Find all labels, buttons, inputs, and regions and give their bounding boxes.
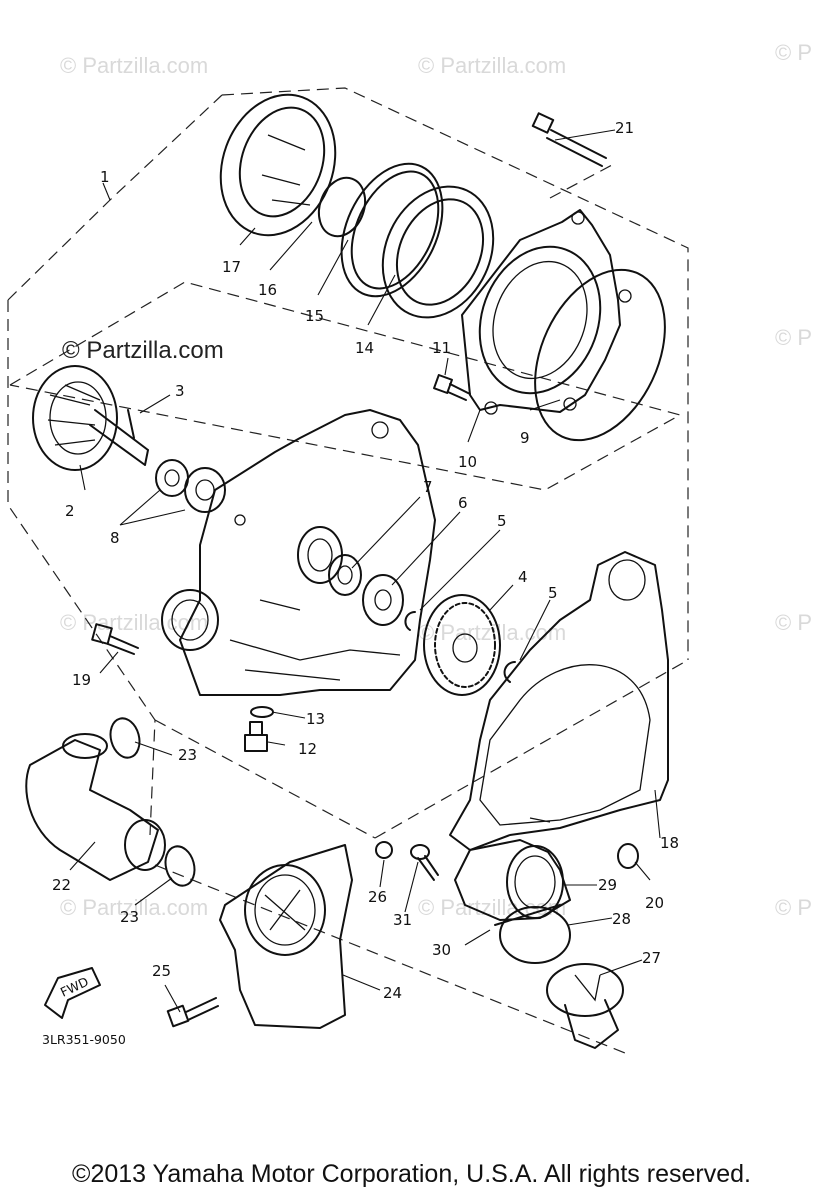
fwd-label: FWD bbox=[58, 974, 91, 1000]
pump-cover-part bbox=[461, 209, 632, 415]
callout-28: 28 bbox=[612, 910, 631, 928]
o-ring-part bbox=[340, 162, 444, 298]
callout-24: 24 bbox=[383, 984, 402, 1002]
idler-gear-part bbox=[362, 574, 404, 626]
callout-17: 17 bbox=[222, 258, 241, 276]
watermark-text: © P bbox=[775, 610, 812, 635]
callout-6: 6 bbox=[458, 494, 468, 512]
gasket-part bbox=[449, 551, 669, 851]
callout-25: 25 bbox=[152, 962, 171, 980]
watermark-text: © P bbox=[775, 325, 812, 350]
callout-16: 16 bbox=[258, 281, 277, 299]
copyright-notice: ©2013 Yamaha Motor Corporation, U.S.A. A… bbox=[72, 1160, 751, 1188]
o-ring-part bbox=[164, 845, 196, 887]
o-ring-part bbox=[109, 717, 141, 759]
drive-gear-part bbox=[423, 594, 501, 696]
elbow-pipe-part bbox=[25, 733, 166, 881]
leader-dash bbox=[154, 164, 631, 1056]
diagram-code: 3LR351-9050 bbox=[42, 1032, 126, 1047]
pump-body-part bbox=[161, 409, 436, 696]
callout-5: 5 bbox=[497, 512, 507, 530]
callout-12: 12 bbox=[298, 740, 317, 758]
watermark-group: © Partzilla.com © Partzilla.com © P © P … bbox=[60, 40, 812, 920]
callout-30: 30 bbox=[432, 941, 451, 959]
callout-9: 9 bbox=[520, 429, 530, 447]
watermark-text: © Partzilla.com bbox=[62, 337, 224, 364]
callout-labels: 1 2 3 4 5 5 6 7 8 9 10 11 12 13 14 15 16… bbox=[52, 119, 679, 1002]
callout-22: 22 bbox=[52, 876, 71, 894]
callout-26: 26 bbox=[368, 888, 387, 906]
callout-18: 18 bbox=[660, 834, 679, 852]
screw-part bbox=[410, 844, 439, 881]
callout-leaders bbox=[69, 129, 661, 1013]
watermark-text: © Partzilla.com bbox=[60, 53, 208, 78]
seal-part bbox=[381, 185, 495, 319]
callout-15: 15 bbox=[305, 307, 324, 325]
washer-part bbox=[250, 706, 274, 718]
callout-23: 23 bbox=[120, 908, 139, 926]
bearing-part bbox=[328, 554, 362, 596]
gasket-outline bbox=[154, 659, 689, 839]
callout-27: 27 bbox=[642, 949, 661, 967]
cap-part bbox=[375, 841, 393, 859]
assembly-outline bbox=[7, 87, 689, 1056]
callout-19: 19 bbox=[72, 671, 91, 689]
thermostat-housing-part bbox=[219, 844, 353, 1029]
callout-14: 14 bbox=[355, 339, 374, 357]
callout-31: 31 bbox=[393, 911, 412, 929]
watermark-text: © Partzilla.com bbox=[60, 610, 208, 635]
callout-21: 21 bbox=[615, 119, 634, 137]
callout-8: 8 bbox=[110, 529, 120, 547]
pin-part bbox=[127, 409, 135, 439]
watermark-text: © P bbox=[775, 895, 812, 920]
seal-ring-part bbox=[219, 93, 337, 237]
callout-29: 29 bbox=[598, 876, 617, 894]
callout-5: 5 bbox=[548, 584, 558, 602]
cover-group-outline bbox=[9, 281, 682, 491]
disc-part bbox=[317, 176, 367, 238]
o-ring-part bbox=[499, 906, 571, 964]
cover-o-ring-part bbox=[534, 268, 666, 442]
callout-11: 11 bbox=[432, 339, 451, 357]
callout-20: 20 bbox=[645, 894, 664, 912]
watermark-text: © Partzilla.com bbox=[418, 53, 566, 78]
plug-part bbox=[617, 843, 639, 869]
drain-bolt-part bbox=[244, 721, 268, 752]
callout-10: 10 bbox=[458, 453, 477, 471]
bolt-part bbox=[91, 623, 139, 655]
long-bolt-part bbox=[531, 112, 607, 167]
thermostat-part bbox=[546, 963, 624, 1049]
watermark-text: © P bbox=[775, 40, 812, 65]
bolt-part bbox=[166, 997, 219, 1028]
callout-7: 7 bbox=[423, 478, 433, 496]
short-bolt-part bbox=[433, 374, 471, 401]
impeller-part bbox=[32, 365, 149, 471]
callout-13: 13 bbox=[306, 710, 325, 728]
callout-23: 23 bbox=[178, 746, 197, 764]
callout-2: 2 bbox=[65, 502, 75, 520]
callout-4: 4 bbox=[518, 568, 528, 586]
forward-direction-indicator: FWD bbox=[44, 967, 101, 1019]
watermark-text: © Partzilla.com bbox=[60, 895, 208, 920]
circlip-part bbox=[404, 611, 416, 631]
watermark-text: © Partzilla.com bbox=[418, 620, 566, 645]
callout-1: 1 bbox=[100, 168, 110, 186]
callout-3: 3 bbox=[175, 382, 185, 400]
pump-assembly-outline bbox=[7, 87, 689, 836]
bearing-pair-part bbox=[155, 459, 226, 513]
circlip-part bbox=[503, 661, 516, 683]
